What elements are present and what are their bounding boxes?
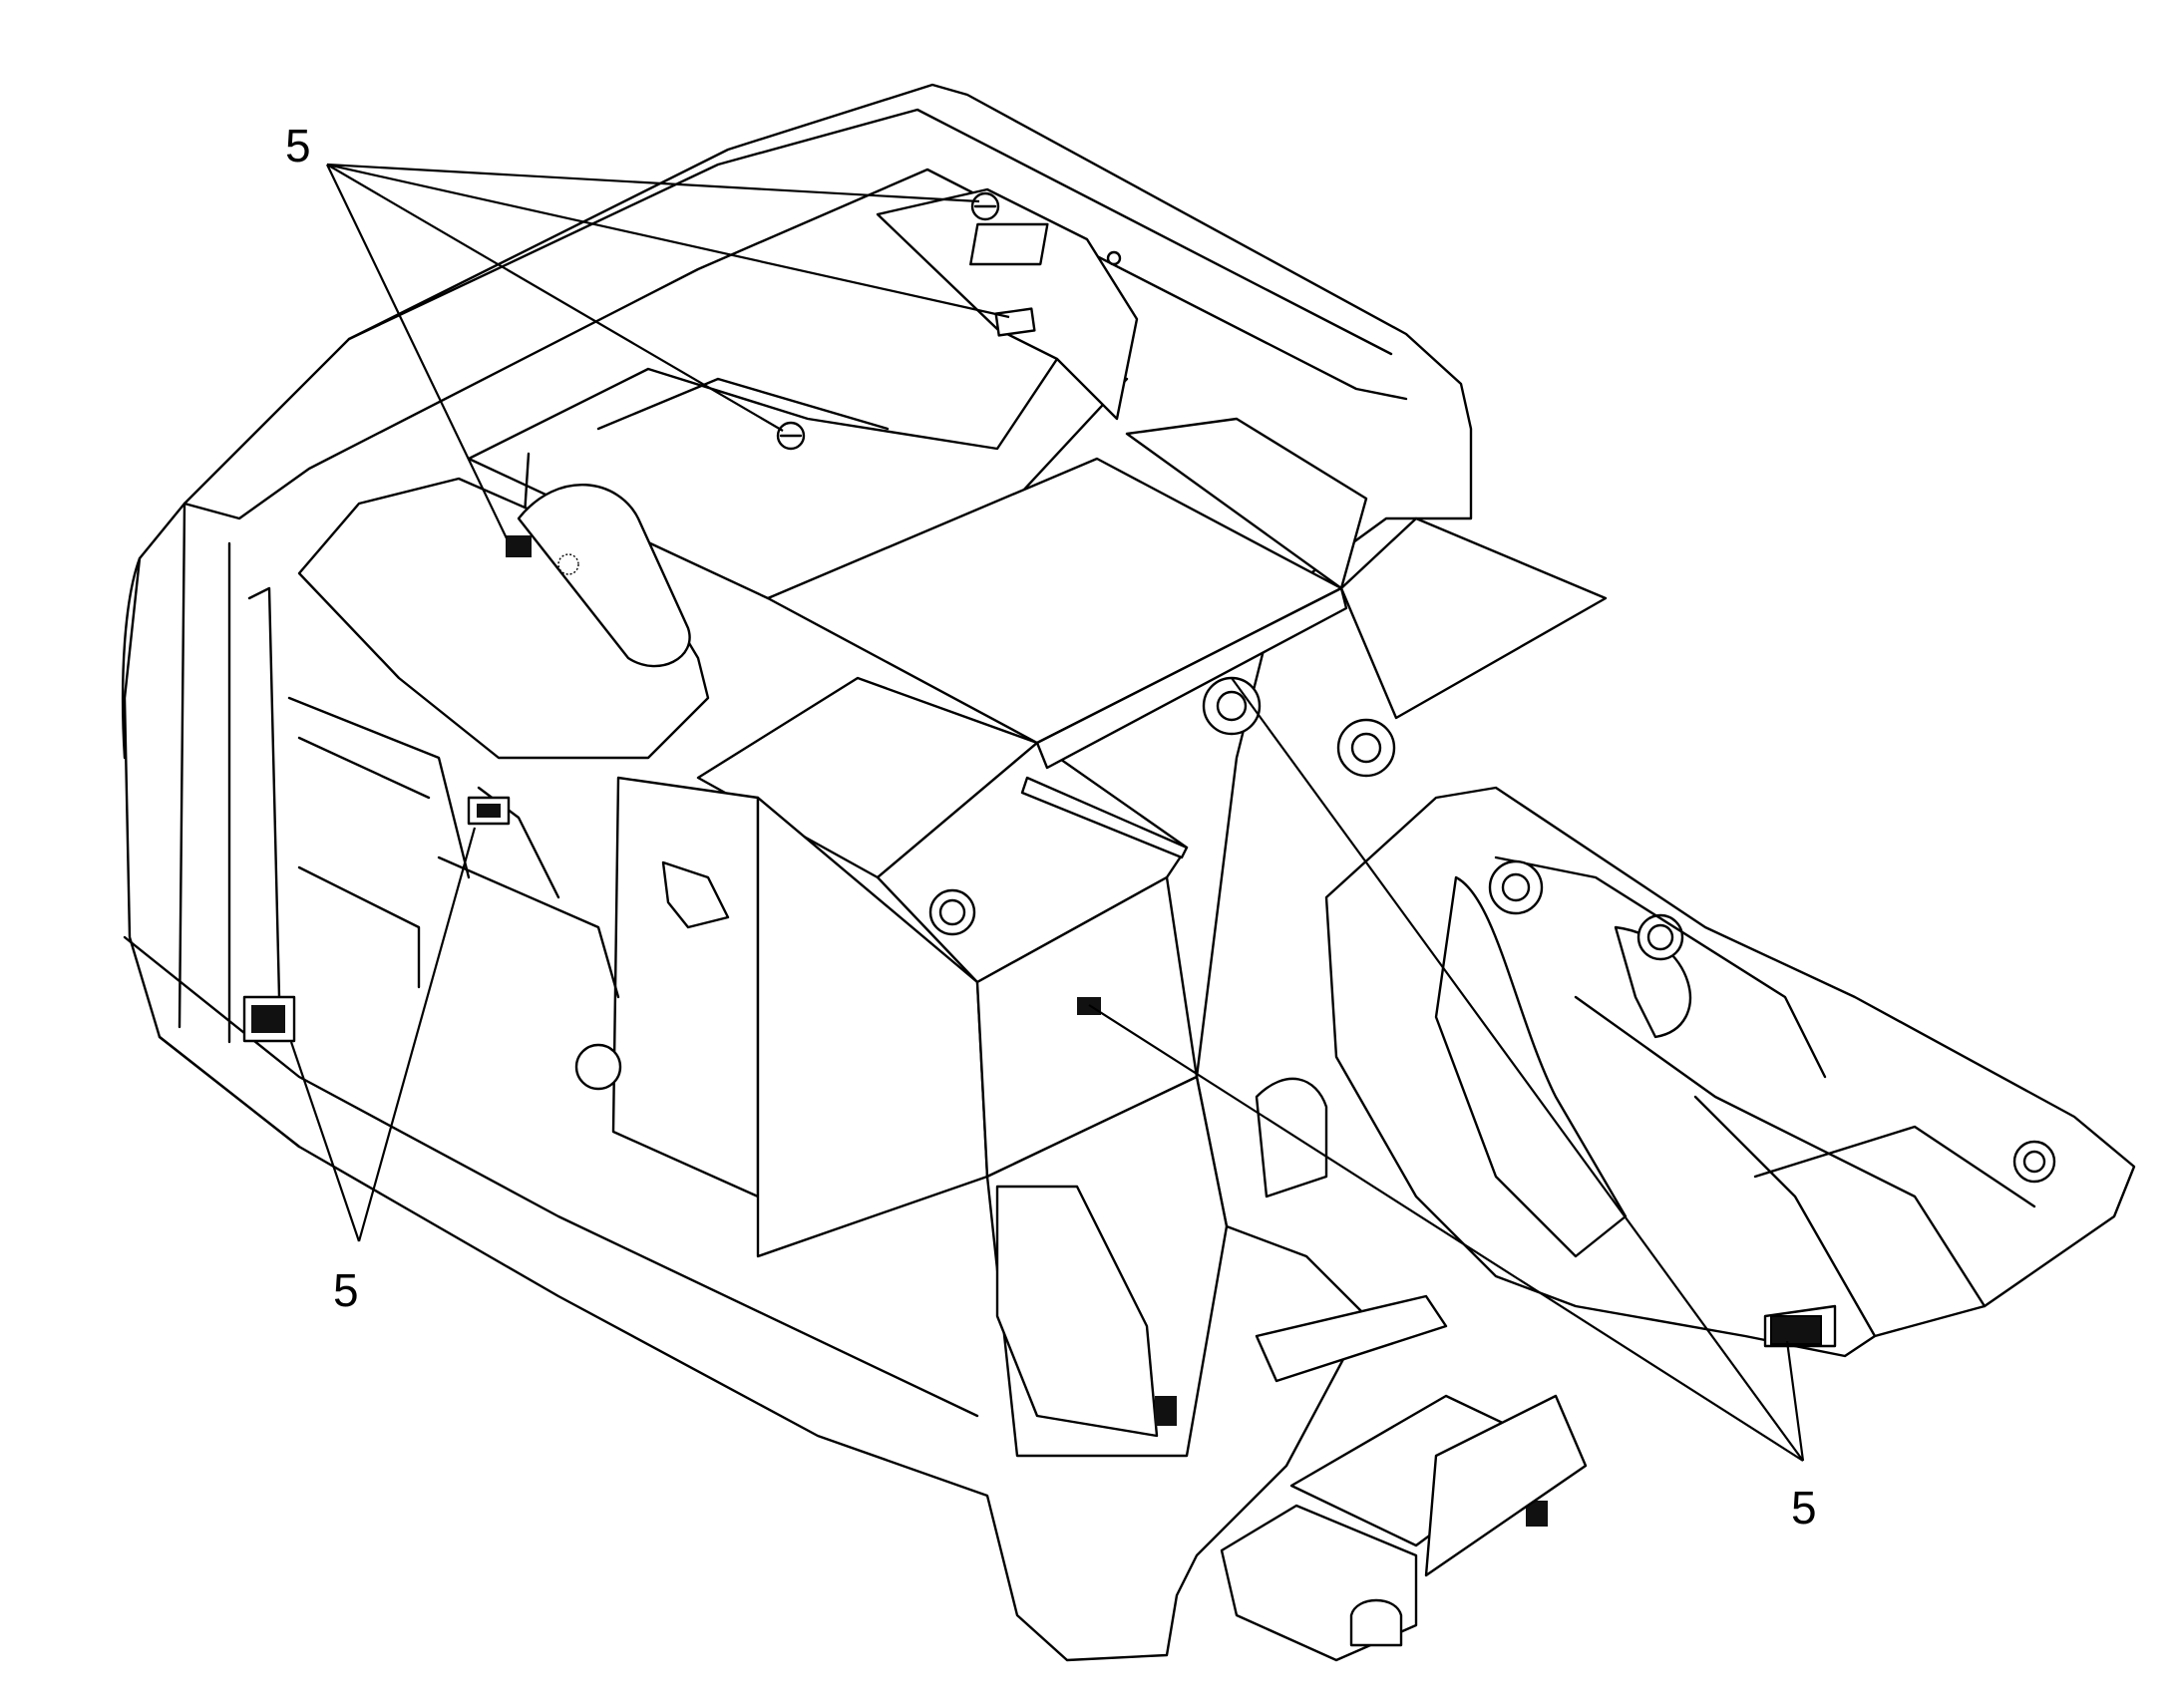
front-body [611, 776, 1588, 1647]
rear-frame [1202, 676, 2136, 1358]
warning-decal-icon [251, 1005, 285, 1033]
callout-label-top: 5 [285, 120, 311, 171]
callouts: 5 5 5 [285, 120, 1817, 1534]
light-icon [1155, 1396, 1177, 1426]
warning-decal-icon [506, 535, 532, 557]
light-icon [1526, 1501, 1548, 1527]
callout-label-bottom-right: 5 [1791, 1482, 1817, 1534]
callout-label-bottom-left: 5 [333, 1264, 359, 1316]
left-interior-frame [242, 586, 622, 1091]
leader-lines [289, 163, 1805, 1462]
top-deck [297, 187, 1139, 760]
warning-decal-icon [477, 804, 501, 818]
